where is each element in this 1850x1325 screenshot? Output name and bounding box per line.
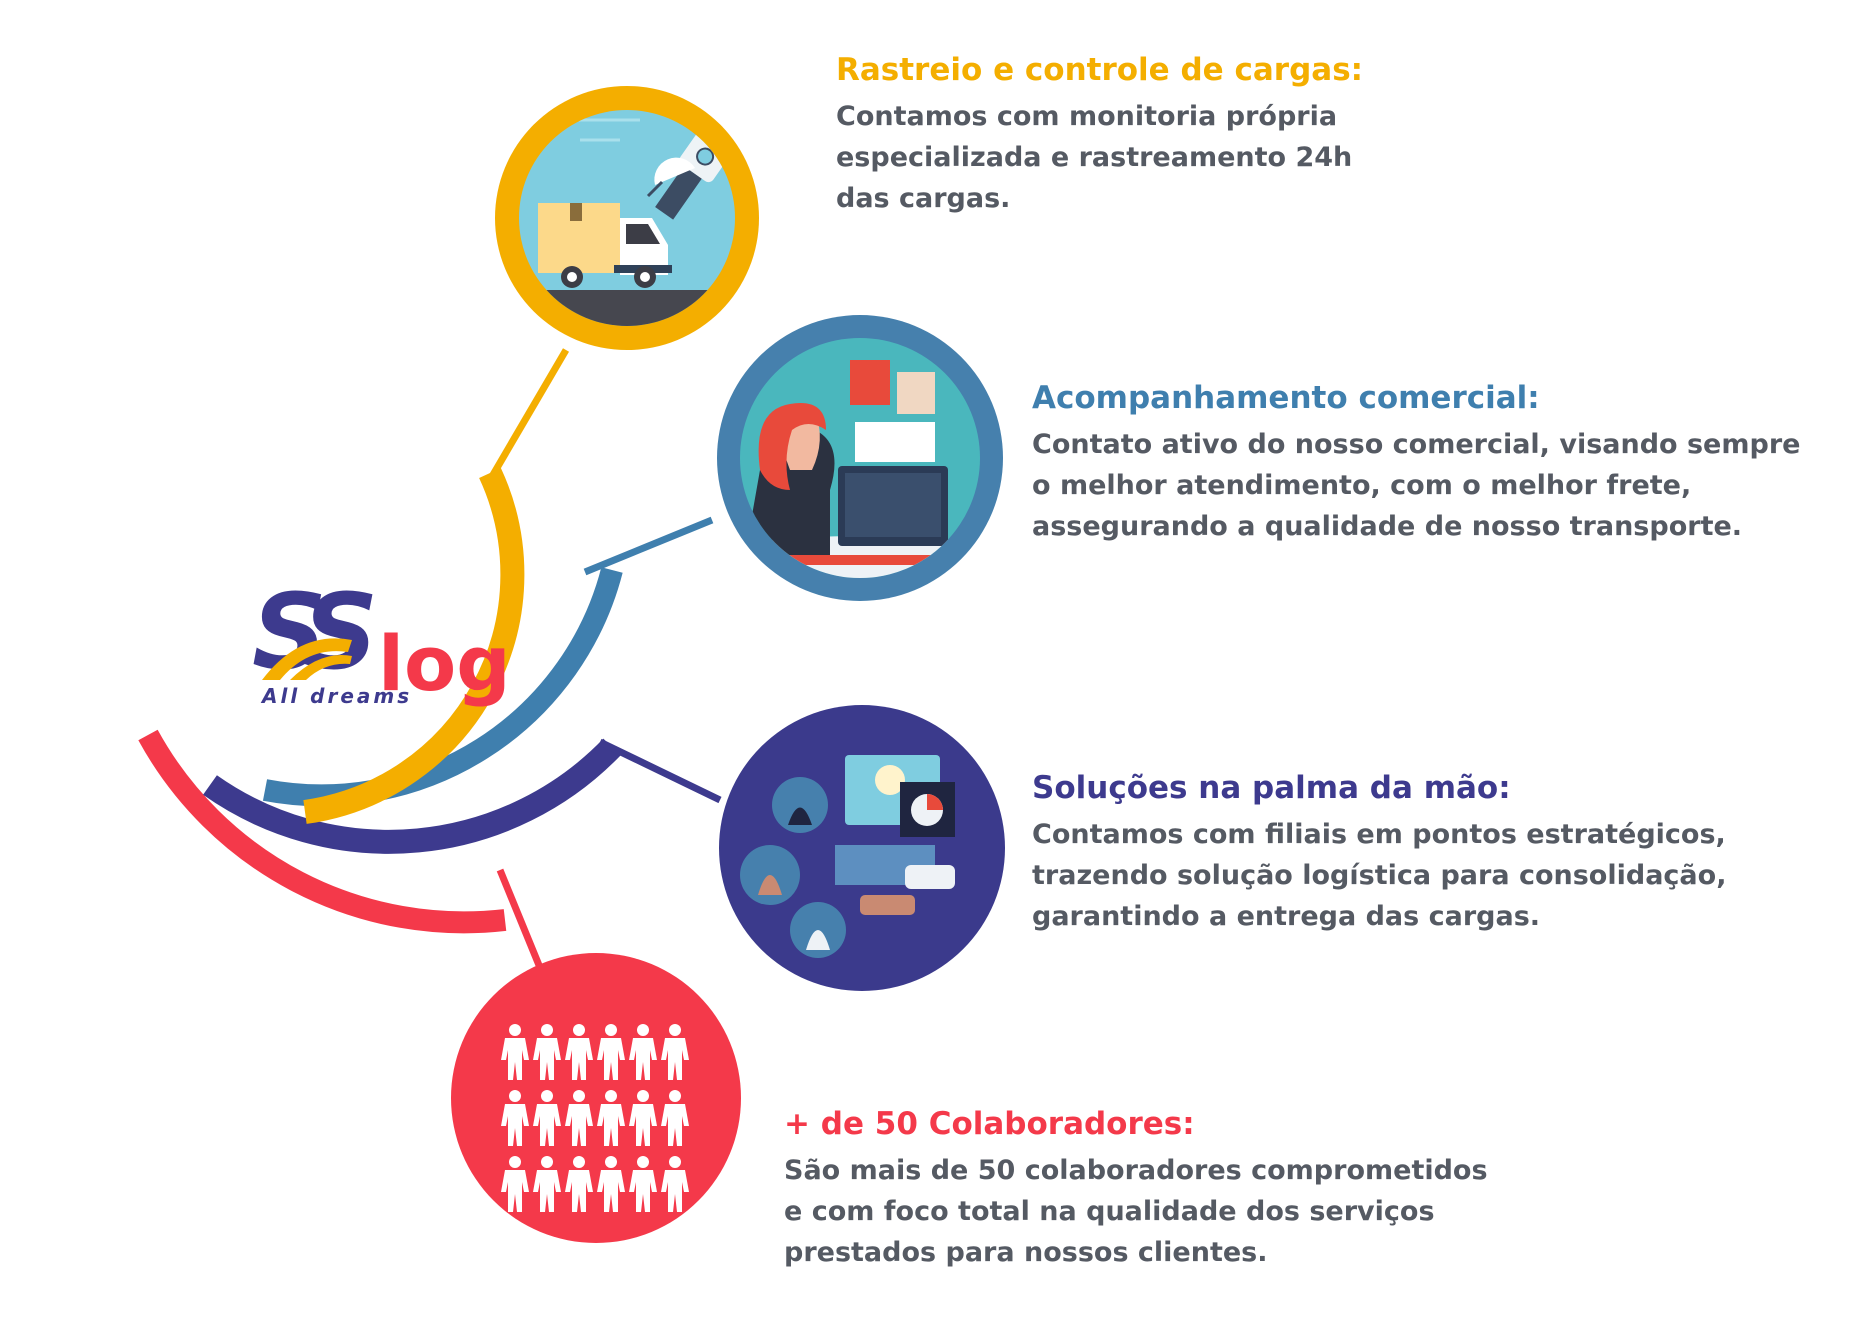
connector-yellow (483, 348, 570, 487)
arc-red (138, 729, 507, 934)
person-icon (661, 1156, 689, 1212)
person-icon (597, 1024, 625, 1080)
network-solutions-icon (719, 705, 1005, 991)
connector-teal (583, 516, 714, 576)
feature-description: São mais de 50 colaboradores comprometid… (784, 1155, 1488, 1268)
person-icon (565, 1156, 593, 1212)
connector-indigo (598, 738, 722, 804)
person-icon (661, 1090, 689, 1146)
person-icon (565, 1024, 593, 1080)
person-icon (501, 1156, 529, 1212)
sslog-logo: SS log All dreams (252, 571, 511, 708)
person-icon (533, 1156, 561, 1212)
feature-solucoes: Soluções na palma da mão: Contamos com f… (1032, 768, 1832, 937)
logo-tagline: All dreams (260, 684, 412, 708)
feature-description: Contamos com monitoria própria especiali… (836, 101, 1353, 214)
connector-red (496, 868, 547, 977)
person-icon (629, 1024, 657, 1080)
feature-rastreio: Rastreio e controle de cargas: Contamos … (836, 50, 1556, 219)
feature-colaboradores: + de 50 Colaboradores: São mais de 50 co… (784, 1104, 1584, 1273)
person-icon (533, 1024, 561, 1080)
concentric-arcs (138, 467, 623, 934)
truck-satellite-icon (495, 86, 759, 350)
connectors (483, 348, 722, 977)
logo-road-swoosh (262, 638, 352, 680)
person-icon (533, 1090, 561, 1146)
person-icon (501, 1090, 529, 1146)
sales-agent-icon (717, 315, 1003, 601)
feature-description: Contamos com filiais em pontos estratégi… (1032, 819, 1727, 932)
people-group-icon (451, 953, 741, 1243)
feature-title: Soluções na palma da mão: (1032, 770, 1511, 806)
feature-title: Rastreio e controle de cargas: (836, 52, 1364, 88)
person-icon (597, 1090, 625, 1146)
arc-indigo (203, 738, 621, 854)
feature-title: + de 50 Colaboradores: (784, 1106, 1195, 1142)
feature-title: Acompanhamento comercial: (1032, 380, 1540, 416)
person-icon (629, 1156, 657, 1212)
person-icon (501, 1024, 529, 1080)
feature-description: Contato ativo do nosso comercial, visand… (1032, 429, 1801, 542)
logo-word: log (378, 619, 511, 708)
person-icon (661, 1024, 689, 1080)
person-icon (565, 1090, 593, 1146)
feature-acompanhamento: Acompanhamento comercial: Contato ativo … (1032, 378, 1832, 547)
arc-yellow (303, 467, 525, 824)
person-icon (629, 1090, 657, 1146)
person-icon (597, 1156, 625, 1212)
